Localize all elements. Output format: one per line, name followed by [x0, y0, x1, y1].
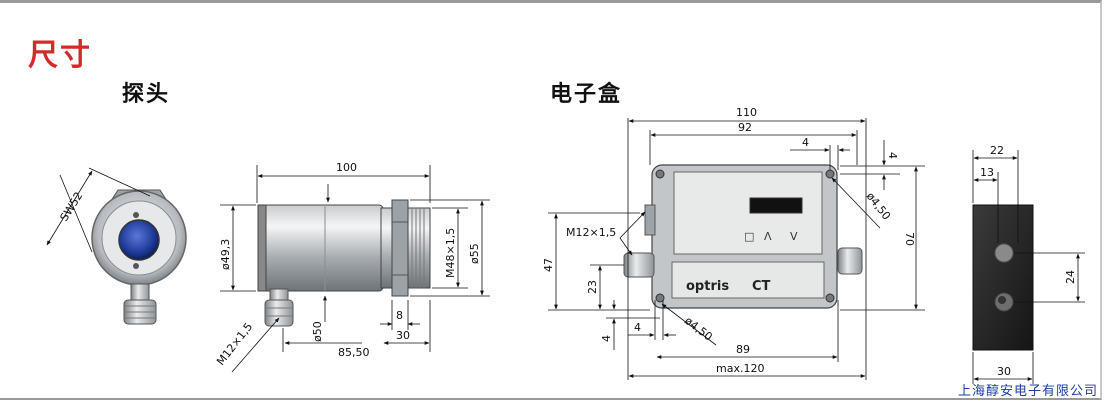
dim-24: 24 — [1064, 270, 1077, 284]
probe-front-view: SW52 — [46, 167, 187, 325]
probe-side-view: 100 ø49,3 M48×1,5 ø55 M12×1,5 ø50 8 30 8… — [214, 161, 490, 373]
dim-100: 100 — [336, 161, 357, 174]
dim-85-50: 85,50 — [338, 346, 370, 359]
dim-m12: M12×1,5 — [214, 320, 255, 368]
dim-max120: max.120 — [716, 362, 764, 375]
dim-m48: M48×1,5 — [444, 228, 457, 278]
ctrl-down-label: V — [790, 230, 798, 243]
dim-23: 23 — [586, 280, 599, 294]
company-footer: 上海醇安电子有限公司 — [957, 384, 1098, 399]
electronics-box-heading: 电子盒 — [550, 82, 623, 107]
ctrl-mode-label: □ — [744, 230, 754, 243]
dim-49-3: ø49,3 — [219, 239, 232, 270]
dim-4-right: 4 — [886, 152, 899, 159]
dim-55: ø55 — [468, 243, 481, 264]
dim-22: 22 — [990, 144, 1004, 157]
probe-heading: 探头 — [122, 82, 171, 107]
dim-4-bottom: 4 — [600, 335, 613, 342]
dim-4-left: 4 — [634, 321, 641, 334]
dim-30: 30 — [396, 329, 410, 342]
dim-70: 70 — [903, 232, 916, 246]
electronics-box-view: optris CT □ Λ V 110 92 4 4 ø4,50 70 — [542, 106, 925, 380]
page-title: 尺寸 — [28, 38, 92, 73]
ctrl-up-label: Λ — [764, 230, 772, 243]
dim-hole-top: ø4,50 — [864, 190, 893, 223]
dim-92: 92 — [738, 121, 752, 134]
dim-m12-box: M12×1,5 — [566, 226, 616, 239]
dim-47: 47 — [542, 258, 555, 272]
dim-13: 13 — [980, 166, 994, 179]
dim-hole-bottom: ø4,50 — [682, 314, 715, 343]
box-side-view: 22 13 24 30 — [972, 144, 1085, 384]
dim-89: 89 — [736, 343, 750, 356]
brand-label: optris — [686, 279, 729, 294]
dim-4-top: 4 — [802, 136, 809, 149]
dim-sw52: SW52 — [58, 190, 86, 224]
dim-110: 110 — [736, 106, 757, 119]
model-label: CT — [752, 279, 771, 294]
dim-30-side: 30 — [997, 365, 1011, 378]
dim-50: ø50 — [311, 321, 324, 342]
dim-8: 8 — [396, 309, 403, 322]
